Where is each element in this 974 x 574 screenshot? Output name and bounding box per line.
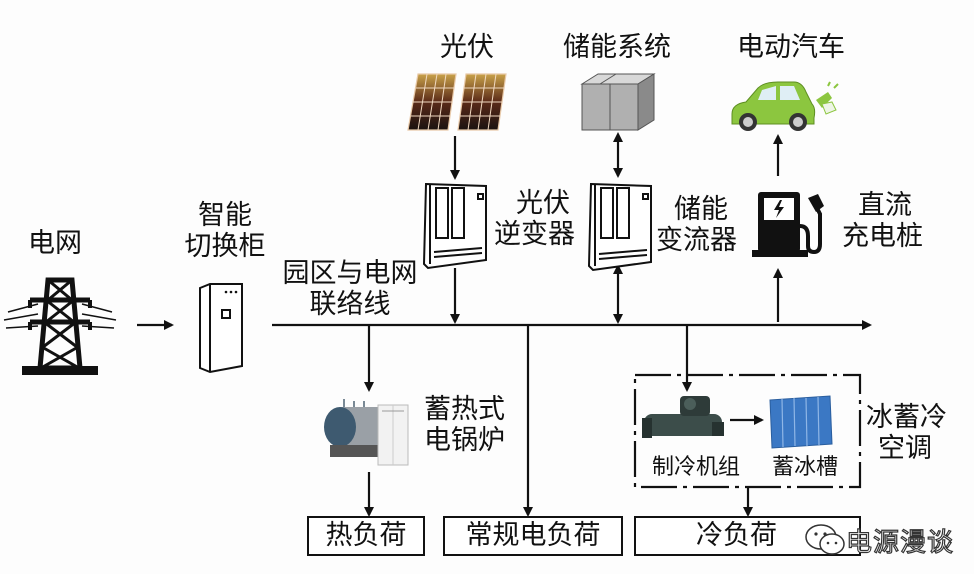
solar-panel-icon [407, 73, 507, 131]
boiler-label: 蓄热式 电锅炉 [424, 394, 505, 456]
ice-storage-ac-boundary [633, 373, 862, 489]
switch-cabinet-icon [199, 283, 243, 374]
storage-system-label: 储能系统 [563, 32, 671, 63]
grid-label: 电网 [28, 228, 82, 259]
ice-storage-ac-label: 冰蓄冷 空调 [866, 402, 947, 464]
pv-inverter-icon [422, 182, 487, 270]
electric-car-icon [731, 81, 839, 131]
pv-label: 光伏 [440, 32, 494, 63]
regular-load-box: 常规电负荷 [443, 516, 623, 556]
pv-inverter-label: 光伏 逆变器 [494, 188, 575, 250]
tie-line-label: 园区与电网 联络线 [282, 258, 418, 320]
watermark-text: 电源漫谈 [845, 527, 955, 558]
dc-charger-icon [752, 192, 824, 257]
storage-converter-icon [587, 182, 652, 272]
heat-load-box: 热负荷 [307, 516, 425, 556]
transmission-tower-icon [3, 277, 117, 375]
ice-tank-label: 蓄冰槽 [772, 455, 839, 480]
chiller-icon [642, 396, 724, 438]
switch-cabinet-label: 智能 切换柜 [184, 200, 266, 262]
ev-label: 电动汽车 [737, 32, 845, 63]
wechat-icon [805, 524, 845, 555]
dc-charger-label: 直流 充电桩 [842, 190, 923, 252]
storage-converter-label: 储能 变流器 [656, 194, 737, 256]
chiller-label: 制冷机组 [652, 455, 741, 480]
ice-tank-icon [769, 395, 833, 449]
electric-boiler-icon [324, 399, 409, 466]
battery-storage-icon [580, 73, 656, 131]
